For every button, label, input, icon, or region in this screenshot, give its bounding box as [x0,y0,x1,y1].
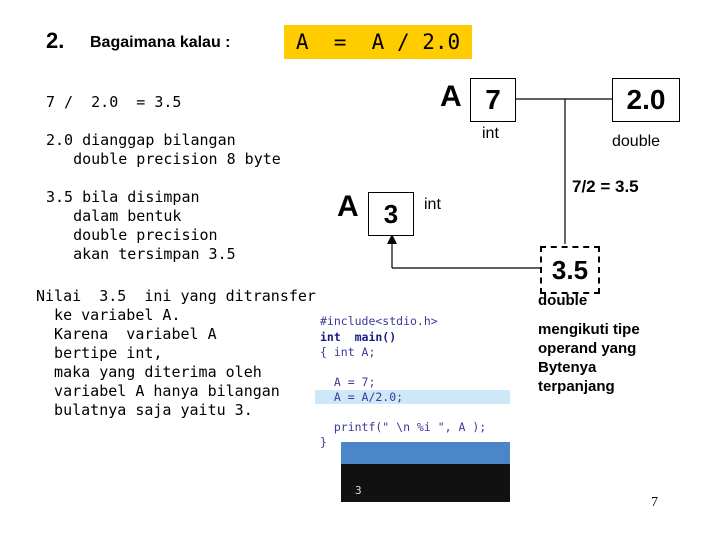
code-line: int main() [320,330,397,344]
page-number: 7 [651,495,658,510]
slide-number: 2. [46,28,65,53]
type-label-int-bottom: int [424,196,441,213]
variable-a-bottom: A [337,190,359,223]
highlighted-line [315,390,510,404]
console-title-bar [341,442,510,464]
note-double-literal: 2.0 dianggap bilangan double precision 8… [46,131,281,168]
code-line: A = A/2.0; [320,390,404,404]
code-line: { int A; [320,345,376,359]
value-box-3: 3 [368,192,414,236]
variable-a-top: A [440,80,462,113]
code-line: #include<stdio.h> [320,314,438,328]
note-int-truncation: Nilai 3.5 ini yang ditransfer ke variabe… [36,287,316,419]
result-expression: 7/2 = 3.5 [572,177,639,196]
type-label-double-bottom: double [538,292,588,309]
console-output: 3 [355,484,362,497]
type-label-double: double [612,133,661,150]
result-box-3.5: 3.5 [540,246,600,294]
type-label-int: int [482,125,499,142]
code-line: printf(" \n %i ", A ); [320,420,487,434]
code-line: } [320,435,327,449]
type-promotion-note: mengikuti tipe operand yang Bytenya terp… [538,321,640,395]
calc-line: 7 / 2.0 = 3.5 [46,93,182,111]
code-line: A = 7; [320,375,376,389]
value-box-7: 7 [470,78,516,122]
question-heading: Bagaimana kalau : [90,34,231,51]
arrow-head-icon [387,234,397,244]
note-stored-value: 3.5 bila disimpan dalam bentuk double pr… [46,188,236,263]
console-window: 3 [341,442,510,502]
value-box-2.0: 2.0 [612,78,680,122]
expression-box: A = A / 2.0 [284,25,472,59]
